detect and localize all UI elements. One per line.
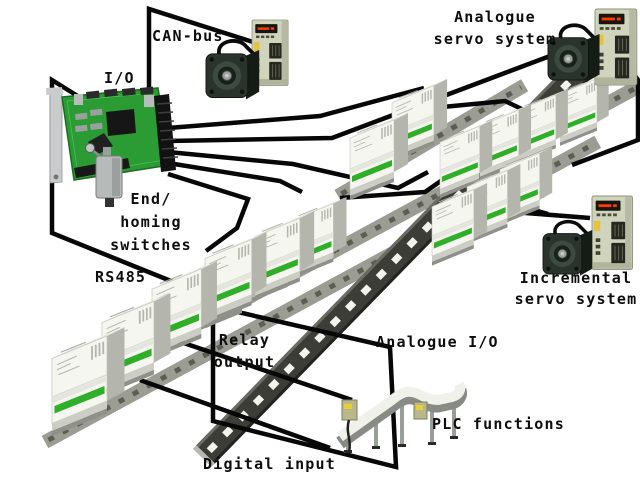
label-line: Incremental [519, 269, 633, 287]
label-digital-input: Digital input [203, 455, 336, 473]
cable-digital-1 [159, 332, 353, 403]
label-can-bus: CAN-bus [152, 27, 224, 45]
label-relay-output: Relay output [197, 329, 292, 373]
cable-rs485-loop [49, 75, 187, 290]
label-line: End/ [130, 190, 172, 208]
cable-io-5 [167, 171, 251, 253]
label-line: homing [120, 213, 182, 231]
cable-io-1 [167, 85, 425, 131]
conveyor-image [336, 381, 467, 453]
label-end-homing-switches: End/homing switches [96, 188, 206, 257]
incremental-servo-image [541, 195, 633, 278]
label-analogue-servo-system: Analogue servo system [398, 6, 592, 50]
cable-digital-2 [139, 377, 331, 451]
label-line: Relay [218, 331, 271, 349]
label-line: Analogue [454, 8, 536, 26]
label-plc-functions: PLC functions [432, 415, 565, 433]
label-rs485: RS485 [95, 268, 147, 286]
module [51, 326, 126, 437]
cable-io-4 [167, 160, 304, 195]
cable-io-3 [167, 149, 430, 191]
label-line: servo system [433, 30, 557, 48]
label-line: servo system [514, 290, 638, 308]
limit-switch-image [85, 143, 123, 207]
label-line: output [213, 353, 276, 371]
cable-can-bus [146, 5, 254, 116]
label-incremental-servo-system: Incremental servo system [501, 268, 640, 310]
label-analogue-io: Analogue I/O [376, 333, 499, 351]
io-card-image [46, 86, 179, 184]
cable-plc-loop [167, 293, 399, 470]
label-io: I/O [104, 69, 135, 87]
label-line: switches [110, 236, 192, 254]
